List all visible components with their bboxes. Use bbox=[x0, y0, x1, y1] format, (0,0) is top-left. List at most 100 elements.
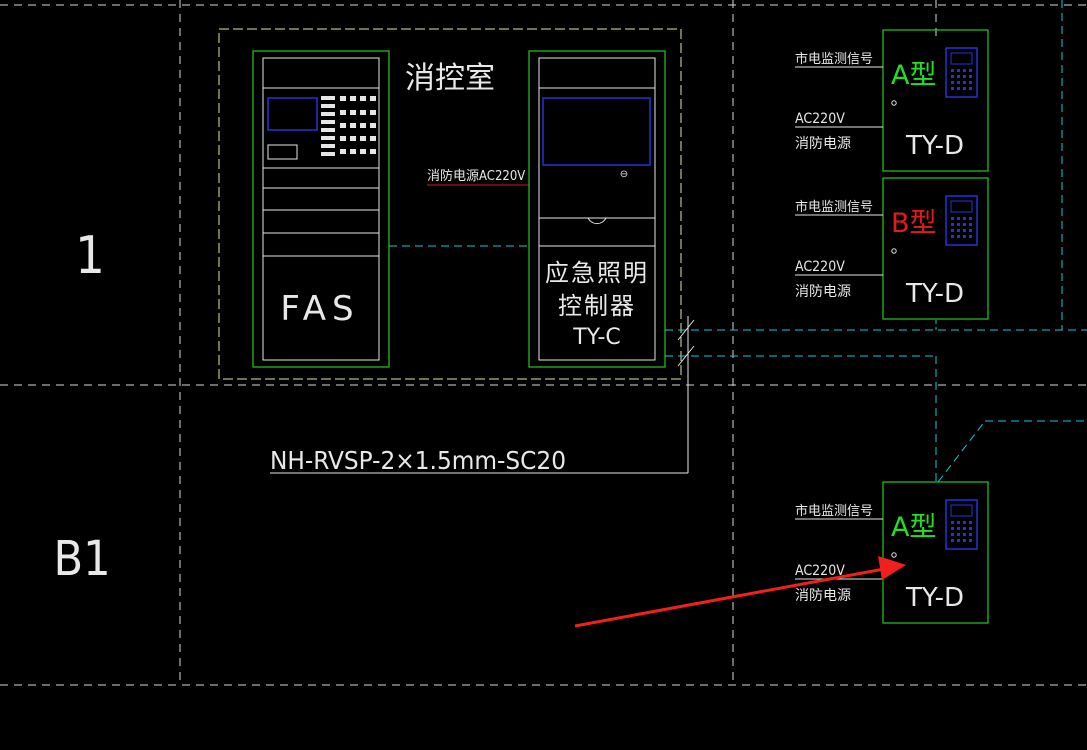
panel-type-label: A型 bbox=[891, 512, 936, 543]
panel-keypad-key bbox=[951, 223, 954, 226]
panel-keypad-screen bbox=[950, 200, 973, 213]
panel-keypad-key bbox=[957, 539, 960, 542]
panel-keypad-key bbox=[951, 87, 954, 90]
distribution-panels: A型 TY-D 市电监测信号 AC220V 消防电源 B型 TY-D 市电监测信号 AC220V… bbox=[795, 29, 989, 624]
panel-keypad-key bbox=[951, 527, 954, 530]
panel-power-label-source: 消防电源 bbox=[795, 588, 851, 604]
panel-keypad-key bbox=[969, 69, 972, 72]
annotation-arrow-shaft bbox=[574, 567, 885, 628]
controller-inner bbox=[538, 57, 656, 361]
panel-model: TY-D bbox=[905, 583, 964, 613]
panel-keypad-key bbox=[957, 235, 960, 238]
panel-keypad-key bbox=[963, 75, 966, 78]
panel-signal-label: 市电监测信号 bbox=[795, 503, 873, 519]
panel-keypad-key bbox=[951, 75, 954, 78]
controller-screen bbox=[542, 97, 651, 166]
panel-model: TY-D bbox=[905, 131, 964, 161]
panel-type-label: B型 bbox=[891, 208, 937, 239]
fas-display-screen bbox=[267, 97, 318, 131]
control-room-boundary bbox=[218, 28, 682, 380]
controller-indicator-icon: ⊖ bbox=[620, 169, 628, 180]
panel-signal-label: 市电监测信号 bbox=[795, 199, 873, 215]
panel-keypad-key bbox=[957, 527, 960, 530]
floor-label-b1: B1 bbox=[53, 531, 110, 587]
annotation-arrow bbox=[574, 556, 906, 628]
panel-keypad-key bbox=[963, 229, 966, 232]
panel-keypad-key bbox=[951, 533, 954, 536]
panel-power-label-voltage: AC220V bbox=[795, 259, 845, 275]
panel-status-led bbox=[891, 248, 897, 254]
panel-keypad-key bbox=[951, 539, 954, 542]
control-room-label: 消控室 bbox=[405, 61, 495, 96]
panel-keypad-key bbox=[957, 75, 960, 78]
panel-keypad-key bbox=[963, 69, 966, 72]
fas-printer-slot bbox=[267, 144, 298, 160]
panel-keypad-key bbox=[963, 539, 966, 542]
emergency-lighting-controller[interactable]: ⊖ 应急照明 控制器 TY-C bbox=[528, 50, 666, 368]
panel-keypad-key bbox=[969, 217, 972, 220]
panel-keypad-key bbox=[951, 521, 954, 524]
panel-power-label-source: 消防电源 bbox=[795, 136, 851, 152]
panel-keypad-key bbox=[951, 69, 954, 72]
panel-keypad-key bbox=[957, 533, 960, 536]
panel-keypad-screen bbox=[950, 504, 973, 517]
panel-keypad-key bbox=[963, 87, 966, 90]
fas-cabinet[interactable]: FAS bbox=[252, 50, 390, 368]
panel-keypad-key bbox=[957, 69, 960, 72]
panel-keypad-key bbox=[951, 81, 954, 84]
controller-model: TY-C bbox=[572, 325, 621, 350]
panel-keypad-key bbox=[963, 223, 966, 226]
panel-power-label-voltage: AC220V bbox=[795, 563, 845, 579]
panel-keypad-key bbox=[963, 235, 966, 238]
floor-grid bbox=[0, 0, 1087, 686]
fas-cabinet-inner bbox=[262, 57, 380, 361]
panel-keypad-key bbox=[969, 235, 972, 238]
panel-keypad-key bbox=[963, 527, 966, 530]
panel-power-label-voltage: AC220V bbox=[795, 111, 845, 127]
panel-keypad-key bbox=[957, 81, 960, 84]
panel-keypad-key bbox=[957, 223, 960, 226]
distribution-panel-bottom[interactable]: A型 TY-D 市电监测信号 AC220V 消防电源 bbox=[795, 481, 989, 624]
power-feed-label: 消防电源AC220V bbox=[427, 168, 525, 184]
panel-keypad-key bbox=[963, 533, 966, 536]
panel-keypad-key bbox=[969, 223, 972, 226]
panel-keypad-key bbox=[969, 229, 972, 232]
cable-spec-label: NH-RVSP-2×1.5mm-SC20 bbox=[270, 446, 566, 475]
panel-keypad-key bbox=[957, 87, 960, 90]
panel-type-label: A型 bbox=[891, 60, 936, 91]
panel-power-label-source: 消防电源 bbox=[795, 284, 851, 300]
panel-keypad-key bbox=[957, 217, 960, 220]
distribution-panel-top[interactable]: A型 TY-D 市电监测信号 AC220V 消防电源 bbox=[795, 29, 989, 172]
panel-keypad-key bbox=[969, 533, 972, 536]
controller-output-lines bbox=[270, 0, 1087, 483]
panel-keypad-key bbox=[963, 81, 966, 84]
panel-keypad-key bbox=[951, 217, 954, 220]
panel-keypad-key bbox=[969, 75, 972, 78]
panel-status-led bbox=[891, 552, 897, 558]
panel-keypad-key bbox=[951, 229, 954, 232]
panel-keypad bbox=[945, 47, 978, 98]
panel-keypad bbox=[945, 195, 978, 246]
panel-outline bbox=[882, 177, 989, 320]
controller-label-line1: 应急照明 bbox=[545, 259, 649, 287]
panel-keypad-key bbox=[969, 527, 972, 530]
panel-keypad-key bbox=[963, 217, 966, 220]
panel-signal-label: 市电监测信号 bbox=[795, 51, 873, 67]
panel-keypad-key bbox=[963, 521, 966, 524]
panel-keypad-key bbox=[969, 539, 972, 542]
panel-keypad-key bbox=[969, 521, 972, 524]
distribution-panel-mid[interactable]: B型 TY-D 市电监测信号 AC220V 消防电源 bbox=[795, 177, 989, 320]
panel-keypad-key bbox=[951, 235, 954, 238]
fas-label: FAS bbox=[280, 289, 359, 329]
panel-outline bbox=[882, 29, 989, 172]
fas-button-matrix bbox=[321, 96, 376, 156]
annotation-arrow-head bbox=[878, 556, 906, 580]
panel-keypad-key bbox=[957, 229, 960, 232]
floor-label-1: 1 bbox=[75, 226, 105, 286]
controller-outer bbox=[528, 50, 666, 368]
panel-keypad-key bbox=[957, 521, 960, 524]
panel-model: TY-D bbox=[905, 279, 964, 309]
panel-keypad-screen bbox=[950, 52, 973, 65]
panel-outline bbox=[882, 481, 989, 624]
